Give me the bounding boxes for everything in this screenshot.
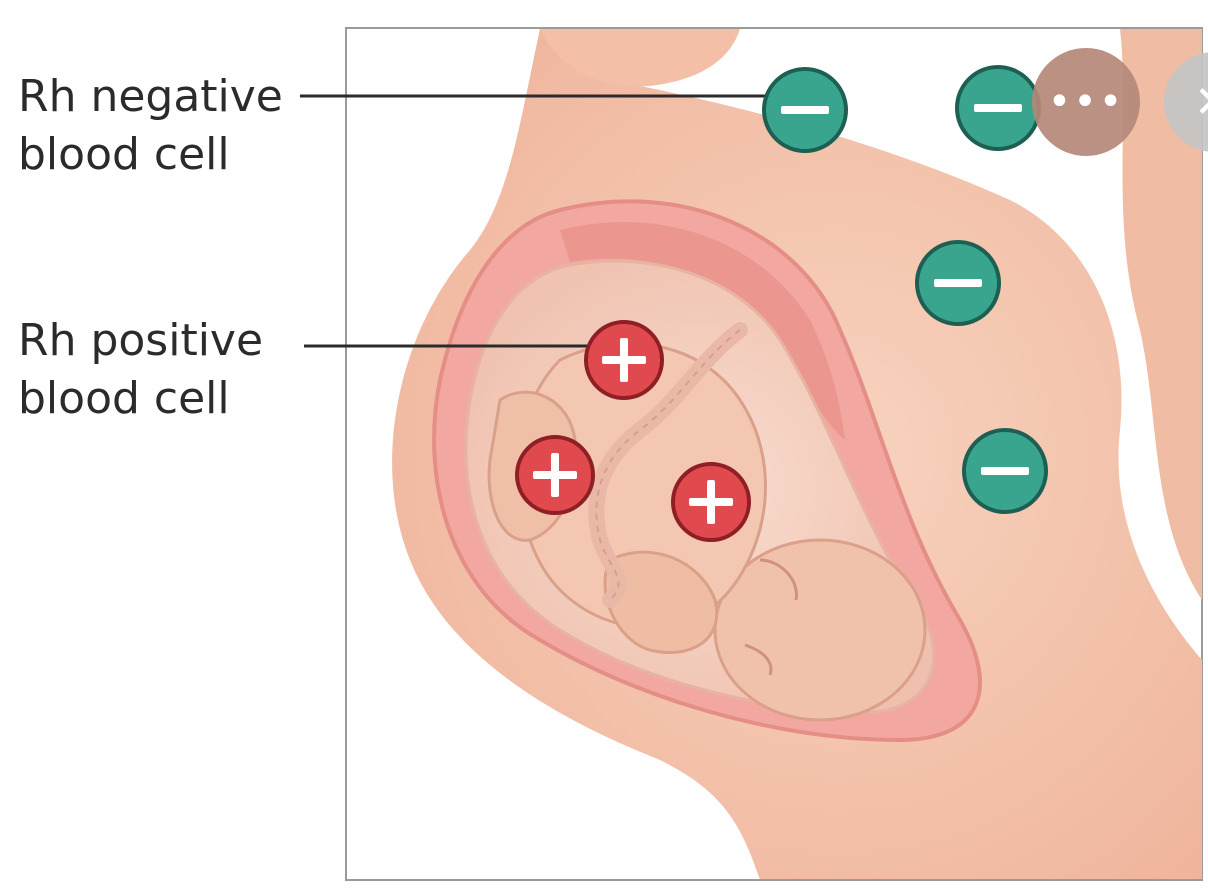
- rh-positive-cell: [671, 462, 751, 542]
- close-icon: ✕: [1194, 77, 1208, 128]
- placenta: [560, 222, 845, 440]
- rh-positive-cell: [515, 435, 595, 515]
- more-options-button[interactable]: •••: [1032, 48, 1140, 156]
- rh-negative-cell: [955, 65, 1041, 151]
- label-rh-negative-line2: blood cell: [18, 129, 230, 180]
- label-rh-positive-line1: Rh positive: [18, 315, 264, 366]
- label-rh-positive: Rh positive blood cell: [18, 312, 263, 428]
- label-rh-negative: Rh negative blood cell: [18, 68, 283, 184]
- more-dots-icon: •••: [1047, 79, 1125, 125]
- rh-negative-cell: [762, 67, 848, 153]
- back-shade: [1120, 29, 1202, 600]
- rh-negative-cell: [962, 428, 1048, 514]
- label-rh-positive-line2: blood cell: [18, 373, 230, 424]
- rh-negative-cell: [915, 240, 1001, 326]
- rh-positive-cell: [584, 320, 664, 400]
- breast: [540, 29, 740, 87]
- label-rh-negative-line1: Rh negative: [18, 71, 283, 122]
